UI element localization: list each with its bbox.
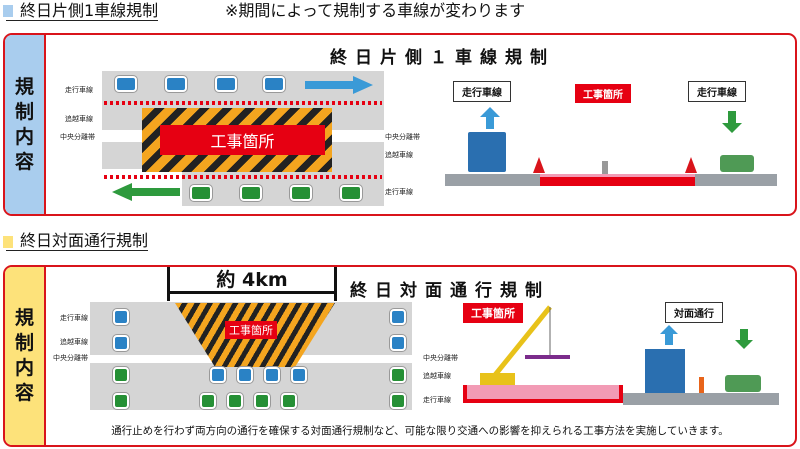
car-blue (113, 309, 129, 325)
car-blue (210, 367, 226, 383)
cross-traffic-tag: 対面通行 (665, 302, 723, 323)
side-char: 容 (14, 382, 34, 404)
work-zone-label: 工事箇所 (160, 125, 325, 155)
lane-label: 中央分離帯 (53, 354, 88, 362)
arrow-down-icon (722, 111, 742, 133)
car-blue (263, 76, 285, 92)
lane-cones (104, 101, 382, 105)
car-green (390, 393, 406, 409)
lane-label: 追越車線 (385, 151, 413, 159)
car-green (227, 393, 243, 409)
section1-side-label: 規 制 内 容 (5, 35, 46, 214)
car-green (113, 393, 129, 409)
section2-side-label: 規 制 内 容 (5, 267, 46, 445)
cross-work-tag: 工事箇所 (463, 303, 523, 323)
side-char: 制 (14, 332, 34, 354)
work-area-surface (540, 174, 695, 186)
section1-note: ※期間によって規制する車線が変わります (225, 1, 526, 20)
truck (468, 132, 506, 172)
cross-ground (623, 393, 779, 405)
car-blue (215, 76, 237, 92)
section1-heading: 終日片側1車線規制 (6, 1, 159, 21)
section2-diagram-title: 終日対面通行規制 (350, 281, 550, 301)
distance-line (170, 291, 334, 294)
car-blue (115, 76, 137, 92)
car-green (200, 393, 216, 409)
cross-center-tag: 工事箇所 (575, 84, 631, 103)
lane-label: 走行車線 (60, 314, 88, 322)
section1-marker (3, 5, 13, 17)
truck (645, 349, 685, 393)
arrow-up-icon (660, 325, 678, 345)
section2-heading: 終日対面通行規制 (6, 231, 149, 251)
section2-description: 通行止めを行わず両方向の通行を確保する対面通行規制など、可能な限り交通への影響を… (111, 425, 729, 437)
crane (475, 305, 555, 395)
median-post (602, 161, 608, 175)
section2-panel: 規 制 内 容 約 4km 終日対面通行規制 工事箇所 走行車線 追越車線 中央… (3, 265, 797, 447)
side-char: 内 (14, 357, 34, 379)
work-area-surface (463, 385, 623, 403)
side-char: 規 (14, 75, 34, 98)
car-blue (390, 335, 406, 351)
car-green (240, 185, 262, 201)
car-green (390, 367, 406, 383)
arrow-down-icon (735, 329, 753, 349)
side-char: 内 (14, 125, 34, 148)
lane-label: 走行車線 (65, 86, 93, 94)
section1-diagram-title: 終日片側１車線規制 (330, 48, 555, 68)
lane-label: 中央分離帯 (423, 354, 458, 362)
cross-left-tag: 走行車線 (453, 81, 511, 102)
car-green (113, 367, 129, 383)
car-side (725, 375, 761, 392)
car-blue (291, 367, 307, 383)
suspended-load (525, 355, 570, 359)
lane-label: 走行車線 (385, 188, 413, 196)
side-char: 規 (14, 307, 34, 329)
section1-panel: 規 制 内 容 終日片側１車線規制 工事箇所 走行車線 追越車線 中央分離帯 中… (3, 33, 797, 216)
cross-right-tag: 走行車線 (688, 81, 746, 102)
car-blue (113, 335, 129, 351)
car-green (190, 185, 212, 201)
car-green (254, 393, 270, 409)
cone-icon (685, 157, 697, 173)
arrow-up-icon (480, 107, 500, 129)
arrow-left-icon (110, 183, 180, 201)
lane-label: 追越車線 (65, 115, 93, 123)
car-side (720, 155, 754, 172)
distance-label: 約 4km (216, 269, 288, 291)
car-green (281, 393, 297, 409)
cone-icon (533, 157, 545, 173)
car-blue (264, 367, 280, 383)
side-char: 制 (14, 100, 34, 123)
pole-icon (699, 377, 704, 393)
lane-label: 追越車線 (60, 338, 88, 346)
car-green (340, 185, 362, 201)
distance-bracket: 約 4km (167, 267, 337, 301)
car-blue (390, 309, 406, 325)
side-char: 容 (14, 150, 34, 173)
lane-cones (104, 175, 382, 179)
car-blue (165, 76, 187, 92)
lane-label: 中央分離帯 (60, 133, 95, 141)
car-blue (237, 367, 253, 383)
section2-marker (3, 236, 13, 248)
lane-label: 走行車線 (423, 396, 451, 404)
lane-label: 追越車線 (423, 372, 451, 380)
arrow-right-icon (305, 76, 375, 94)
work-zone-label: 工事箇所 (225, 321, 277, 339)
car-green (290, 185, 312, 201)
lane-label: 中央分離帯 (385, 133, 420, 141)
